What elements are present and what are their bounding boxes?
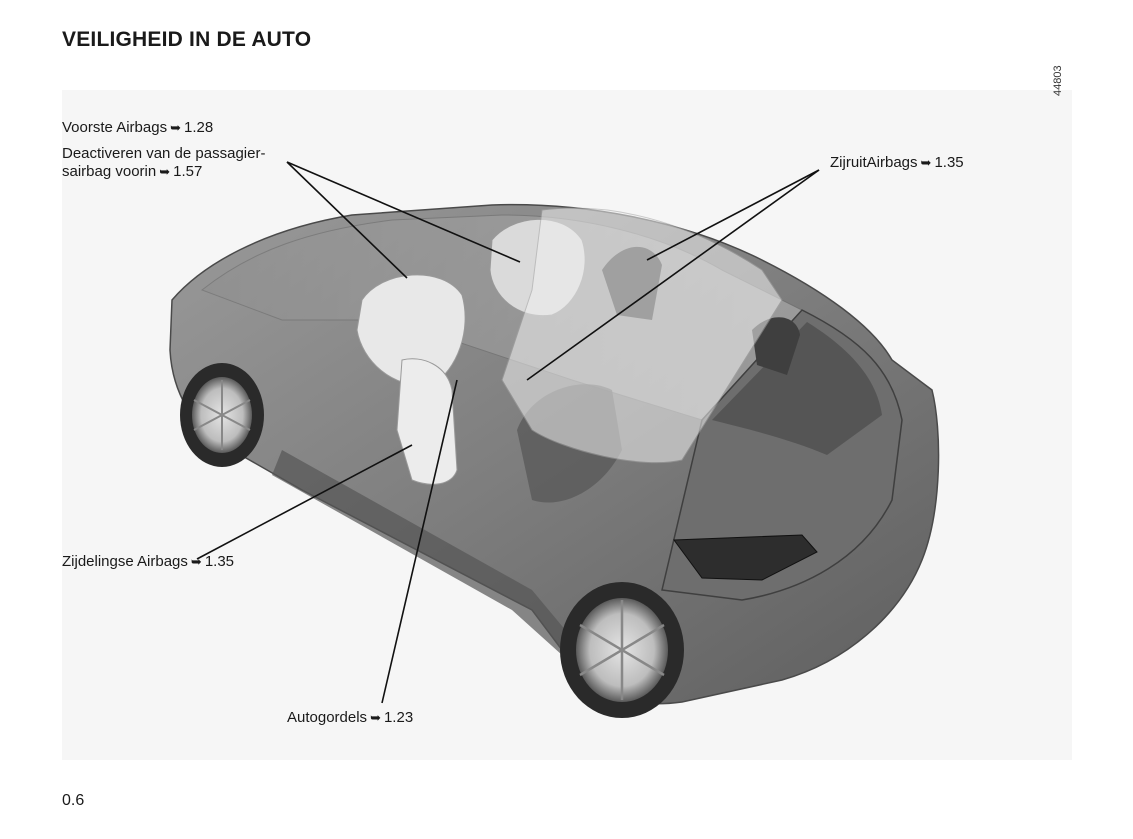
- callout-curtain-airbags-ref: 1.35: [934, 154, 964, 171]
- callout-leader-lines: [196, 161, 820, 704]
- reference-arrow-icon: ➥: [190, 554, 202, 569]
- callout-deactivate-passenger-airbag: Deactiveren van de passagier- sairbag vo…: [62, 145, 286, 181]
- callout-side-airbags-text: Zijdelingse Airbags: [62, 553, 188, 570]
- reference-arrow-icon: ➥: [370, 710, 381, 725]
- callout-seatbelts-text: Autogordels: [287, 709, 368, 726]
- callout-deactivate-ref: 1.57: [173, 163, 203, 180]
- callout-front-airbags-ref: 1.28: [183, 119, 214, 136]
- callout-front-airbags: Voorste Airbags➥1.28: [62, 119, 213, 137]
- callout-deactivate-line1: Deactiveren van de passagier-: [62, 145, 266, 162]
- reference-arrow-icon: ➥: [170, 120, 181, 135]
- reference-arrow-icon: ➥: [159, 164, 171, 179]
- car-safety-illustration: Voorste Airbags➥1.28 Deactiveren van de …: [62, 90, 1072, 760]
- callout-side-airbags-ref: 1.35: [204, 553, 235, 570]
- callout-deactivate-line2: sairbag voorin: [62, 163, 157, 180]
- callout-seatbelts: Autogordels➥1.23: [287, 709, 413, 727]
- car-cutaway-image: [169, 161, 940, 718]
- callout-curtain-airbags-text: ZijruitAirbags: [830, 154, 918, 171]
- page-number: 0.6: [62, 792, 85, 809]
- callout-seatbelts-ref: 1.23: [383, 709, 414, 726]
- callout-front-airbags-text: Voorste Airbags: [62, 119, 168, 136]
- reference-arrow-icon: ➥: [920, 155, 932, 170]
- page-title: VEILIGHEID IN DE AUTO: [62, 28, 312, 51]
- callout-curtain-airbags: ZijruitAirbags➥1.35: [830, 154, 964, 172]
- callout-side-airbags: Zijdelingse Airbags➥1.35: [62, 553, 234, 571]
- figure-id: 44803: [1052, 65, 1064, 96]
